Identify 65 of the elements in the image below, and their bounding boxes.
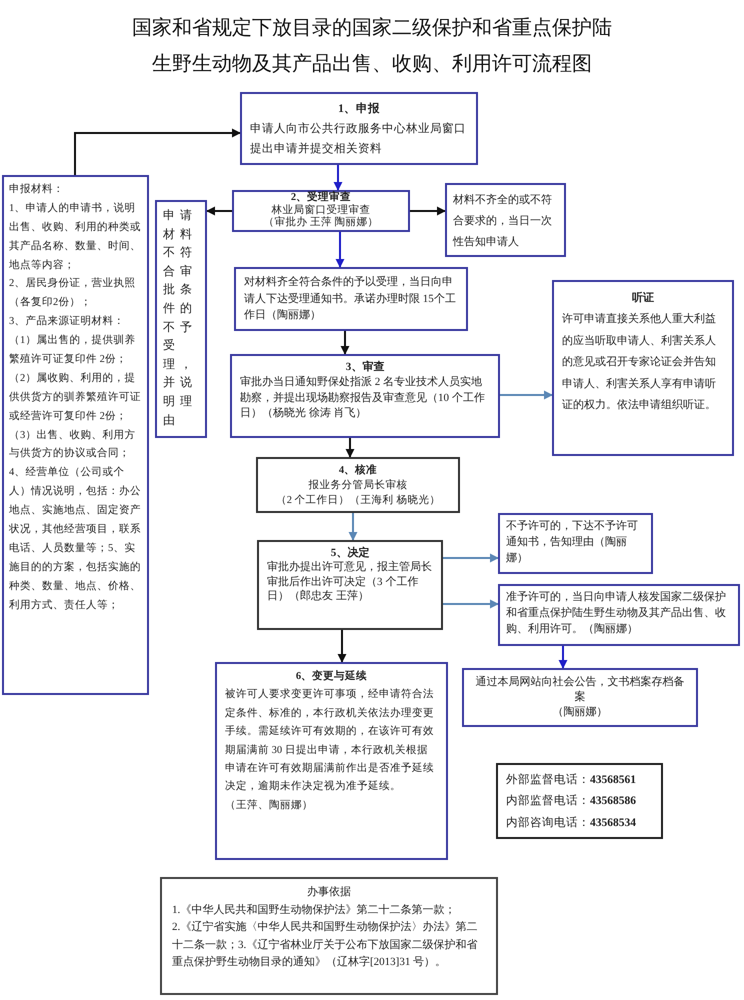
box-text: 审批办当日通知野保处指派 2 名专业技术人员实地勘察，并提出现场勘察报告及审查意见（10 个工作日）（杨晓光 徐涛 肖飞） — [240, 375, 486, 422]
box-text: 申请人向市公共行政服务中心林业局窗口提出申请并提交相关资料 — [250, 121, 467, 158]
box-text: 2.《辽宁省实施〈中华人民共和国野生动物保护法〉办法》第二十二条一款；3.《辽宁省林业厅关于公布下放国家二级保护和省重点保护野生动物目录的通知》（辽林字[2013]31 号）。 — [172, 920, 478, 970]
arrow — [338, 630, 346, 663]
box-text: （审批办 王萍 陶丽娜） — [262, 217, 380, 230]
box-text: 被许可人要求变更许可事项，经申请符合法定条件、标准的，本行政机关依法办理变更手续。需延续许可有效期的，在该许可有效期届满前 30 日提出申请，本行政机关根据申请在许可有效期届满前作出是否准予延续决定，逾期未作决定视为准予延续。 — [225, 687, 435, 794]
arrow — [443, 554, 499, 562]
box-heading: 3、审查 — [344, 360, 386, 375]
arrow — [340, 331, 350, 355]
box-text: 申请材料不符合审批条件的不予受理，并说明理由 — [162, 207, 198, 429]
box-text: 内部咨询电话：43568534 — [506, 815, 637, 831]
process-box — [155, 200, 207, 438]
box-text: 审批办提出许可意见，报主管局长审批后作出许可决定（3 个工作日）（郎忠友 王萍） — [267, 560, 433, 604]
process-box — [498, 584, 740, 646]
arrow — [443, 600, 499, 608]
box-text: 申报材料： — [9, 182, 65, 197]
process-box — [234, 267, 468, 331]
box-heading: 1、申报 — [337, 101, 381, 117]
box-text: （陶丽娜） — [552, 704, 608, 720]
box-text: 林业局窗口受理审查 — [270, 204, 372, 216]
box-text: 材料不齐全的或不符合要求的，当日一次性告知申请人 — [453, 192, 553, 250]
arrow — [558, 646, 568, 669]
box-text: 不予许可的，下达不予许可通知书，告知理由（陶丽娜） — [506, 519, 639, 566]
process-box — [257, 540, 443, 630]
contact-box — [496, 763, 663, 839]
box-heading: 4、核准 — [338, 463, 378, 478]
process-box — [230, 354, 500, 438]
box-text: （2 个工作日）（王海利 杨晓光） — [274, 493, 442, 508]
box-text: （1）属出售的，提供驯养繁殖许可证复印件 2份；（2）属收购、利用的，提供供货方的驯养繁殖许可证或经营许可复印件 2份；（3）出售、收购、利用方与供货方的协议或合同；4、经营单位（公司或个人）情况说明，包括：办公地点、实施地点、固定资产状况，其他经营项目，联系电话、人员数量等；5、实施目的的方案，包括实施的种类、数量、地点、价格、利用方式、责任人等； — [9, 333, 142, 613]
box-text: 1.《中华人民共和国野生动物保护法》第二十二条第一款； — [172, 902, 456, 918]
arrow — [500, 390, 553, 400]
arrow — [410, 206, 446, 216]
process-box — [256, 457, 460, 513]
box-text: 对材料齐全符合条件的予以受理，当日向申请人下达受理通知书。承诺办理时限 15个工作日（陶丽娜） — [244, 274, 457, 323]
box-heading: 6、变更与延续 — [294, 668, 368, 684]
box-text: 2、居民身份证，营业执照（各复印2份）； — [9, 276, 136, 310]
process-box — [498, 513, 653, 574]
box-text: 1、申请人的申请书，说明出售、收购、利用的种类或其产品名称、数量、时间、地点等内容； — [9, 201, 142, 273]
box-heading: 听证 — [631, 290, 655, 306]
list-box — [2, 175, 149, 695]
box-text: 通过本局网站向社会公告，文书档案存档备案 — [474, 675, 686, 705]
arrow — [346, 438, 354, 458]
box-text: 报业务分管局长审核 — [308, 478, 408, 494]
box-text: 许可申请直接关系他人重大利益的应当听取申请人、利害关系人的意见或召开专家论证会并告知申请人、利害关系人享有申请听证的权力。依法申请组织听证。 — [562, 312, 717, 414]
box-text: 外部监督电话：43568561 — [506, 772, 637, 788]
process-box — [232, 190, 410, 232]
arrow — [348, 513, 358, 541]
box-text: 内部监督电话：43568586 — [506, 793, 637, 810]
box-heading: 5、决定 — [330, 546, 370, 560]
process-box — [445, 183, 566, 257]
box-text: 准予许可的，当日向申请人核发国家二级保护和省重点保护陆生野生动物及其产品出售、收购、利用许可。（陶丽娜） — [506, 590, 727, 637]
box-text: 3、产品来源证明材料： — [9, 314, 126, 330]
arrow — [74, 128, 241, 175]
process-box — [552, 280, 734, 456]
arrow — [336, 232, 344, 268]
arrow — [334, 165, 342, 191]
reference-box — [160, 877, 498, 995]
process-box — [462, 668, 698, 727]
process-box — [240, 92, 478, 165]
diagram-title: 国家和省规定下放目录的国家二级保护和省重点保护陆生野生动物及其产品出售、收购、利用许可流程图 — [131, 16, 613, 77]
process-box — [215, 662, 448, 860]
box-heading: 2、受理审查 — [290, 192, 352, 204]
box-text: （王萍、陶丽娜） — [225, 798, 314, 813]
arrow — [206, 206, 232, 216]
box-heading: 办事依据 — [306, 885, 352, 900]
